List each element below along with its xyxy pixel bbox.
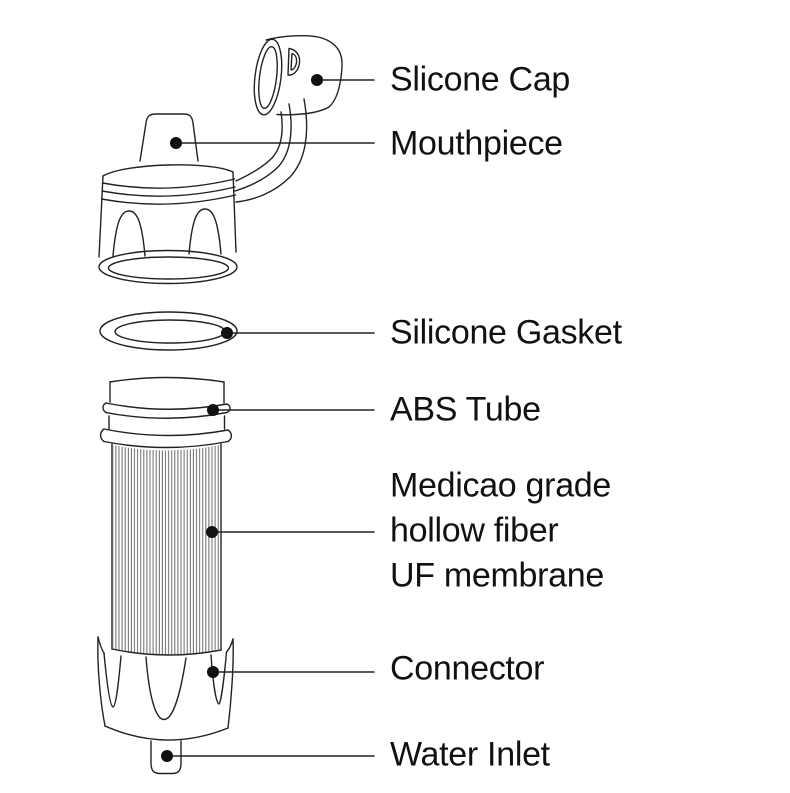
cap-opening-inner [258, 46, 278, 109]
cap-body-rim-outer [98, 249, 238, 285]
tube-ring1-cap-left [102, 402, 107, 414]
cap-body-left-wall [98, 175, 104, 258]
label-uf-membrane: Medicao grade hollow fiber UF membrane [390, 466, 612, 595]
cap-strap-inner [234, 103, 292, 192]
cap-body-ridge-3 [100, 194, 237, 205]
tube-top-edge [109, 376, 225, 383]
connector-groove-left [103, 652, 122, 708]
cap-slot-inner [290, 52, 298, 71]
connector-corner-right [225, 638, 234, 653]
cap-body-arch-left [112, 210, 146, 257]
tube-ring2-cap-left [99, 428, 105, 443]
tube-ring1-cap-right [226, 403, 231, 414]
callout-dots [161, 74, 323, 762]
callout-dot [161, 750, 173, 762]
callout-dot [170, 137, 182, 149]
callout-dot [207, 404, 219, 416]
tube-ring2-bottom [103, 440, 229, 449]
cap-body-rim-inner [107, 256, 230, 280]
cap-body-drawing [98, 164, 238, 285]
callout-dot [206, 526, 218, 538]
uf-membrane-drawing [111, 443, 222, 656]
inlet-tube [150, 740, 182, 775]
gasket-outer [99, 311, 238, 351]
silicone-gasket-drawing [99, 311, 238, 351]
water-inlet-drawing [150, 740, 182, 775]
connector-corner-left [97, 636, 105, 654]
connector-side-left [97, 636, 106, 727]
tube-ring2-top [103, 428, 229, 437]
cap-shell [265, 34, 343, 116]
cap-strap-mid [235, 111, 283, 182]
cap-body-ridge-1 [101, 178, 236, 189]
connector-groove-right [210, 651, 228, 705]
callout-dot [221, 327, 233, 339]
label-water-inlet: Water Inlet [390, 735, 550, 774]
label-connector: Connector [390, 649, 545, 688]
cap-body-ridge-2 [101, 186, 236, 197]
callout-dot [207, 666, 219, 678]
connector-bottom-arc [104, 725, 229, 741]
cap-strap-outer [235, 98, 308, 203]
connector-side-right [227, 638, 234, 729]
cap-opening-outer [253, 38, 283, 116]
cap-slot-outer [287, 47, 301, 76]
silicone-cap-drawing [234, 34, 343, 203]
cap-body-arch-right [188, 208, 222, 255]
callout-dot [311, 74, 323, 86]
gasket-inner [114, 319, 226, 344]
membrane-bottom-arc [111, 648, 222, 656]
label-silicone-cap: Slicone Cap [390, 60, 571, 99]
label-mouthpiece: Mouthpiece [390, 124, 563, 163]
label-silicone-gasket: Silicone Gasket [390, 313, 622, 352]
cap-body-right-wall [232, 171, 237, 253]
mouthpiece-nozzle [139, 113, 199, 162]
connector-groove-center [145, 656, 187, 721]
label-abs-tube: ABS Tube [390, 390, 541, 429]
cap-body-shoulder [102, 164, 234, 177]
mouthpiece-drawing [139, 113, 199, 162]
tube-ring2-cap-right [227, 429, 233, 443]
callout-lines [166, 79, 375, 757]
membrane-ribs [113, 445, 220, 655]
